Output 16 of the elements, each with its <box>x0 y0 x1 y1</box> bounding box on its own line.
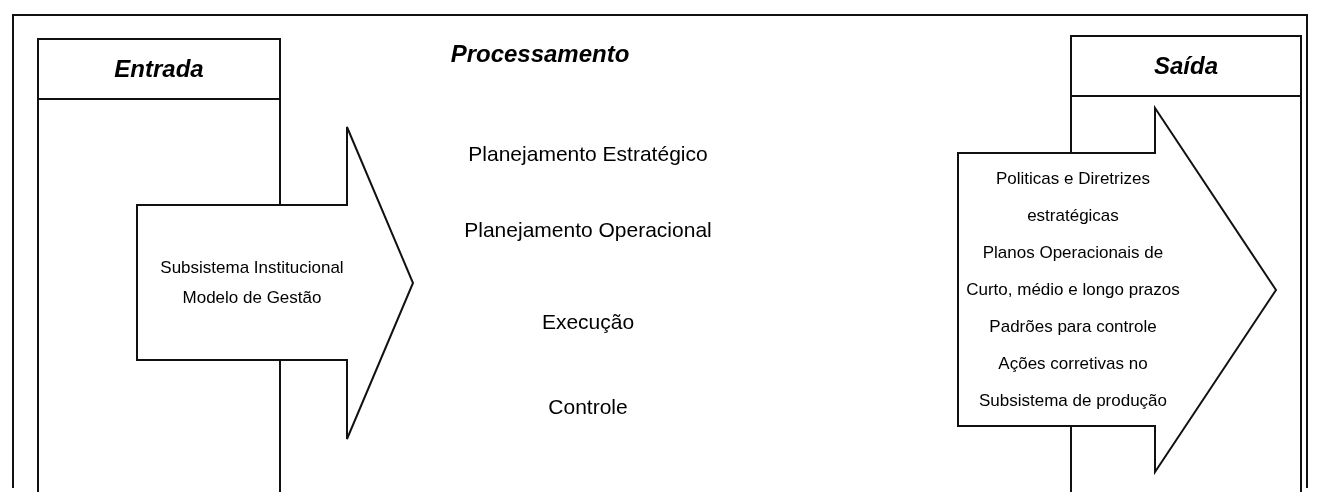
process-step-label: Planejamento Operacional <box>464 218 712 242</box>
arrow-text: Planos Operacionais de Curto, médio e longo prazos <box>965 242 1181 301</box>
column-header-box <box>37 38 281 100</box>
process-step-label: Planejamento Estratégico <box>468 142 708 166</box>
arrow-text: Ações corretivas no Subsistema de produção <box>977 353 1169 412</box>
column-header-box <box>1070 35 1302 97</box>
process-step-label: Execução <box>541 310 635 334</box>
arrow-text: Politicas e Diretrizes estratégicas <box>995 168 1151 227</box>
process-step-label: Controle <box>548 395 628 419</box>
section-heading: Processamento <box>450 40 630 68</box>
arrow-text: Padrões para controle <box>989 316 1157 338</box>
arrow-text: Subsistema Institucional Modelo de Gestão <box>159 256 345 309</box>
column-heading: Entrada <box>114 55 204 83</box>
block-arrow <box>137 127 413 439</box>
block-arrow <box>958 108 1276 472</box>
column-heading: Saída <box>1154 52 1218 80</box>
